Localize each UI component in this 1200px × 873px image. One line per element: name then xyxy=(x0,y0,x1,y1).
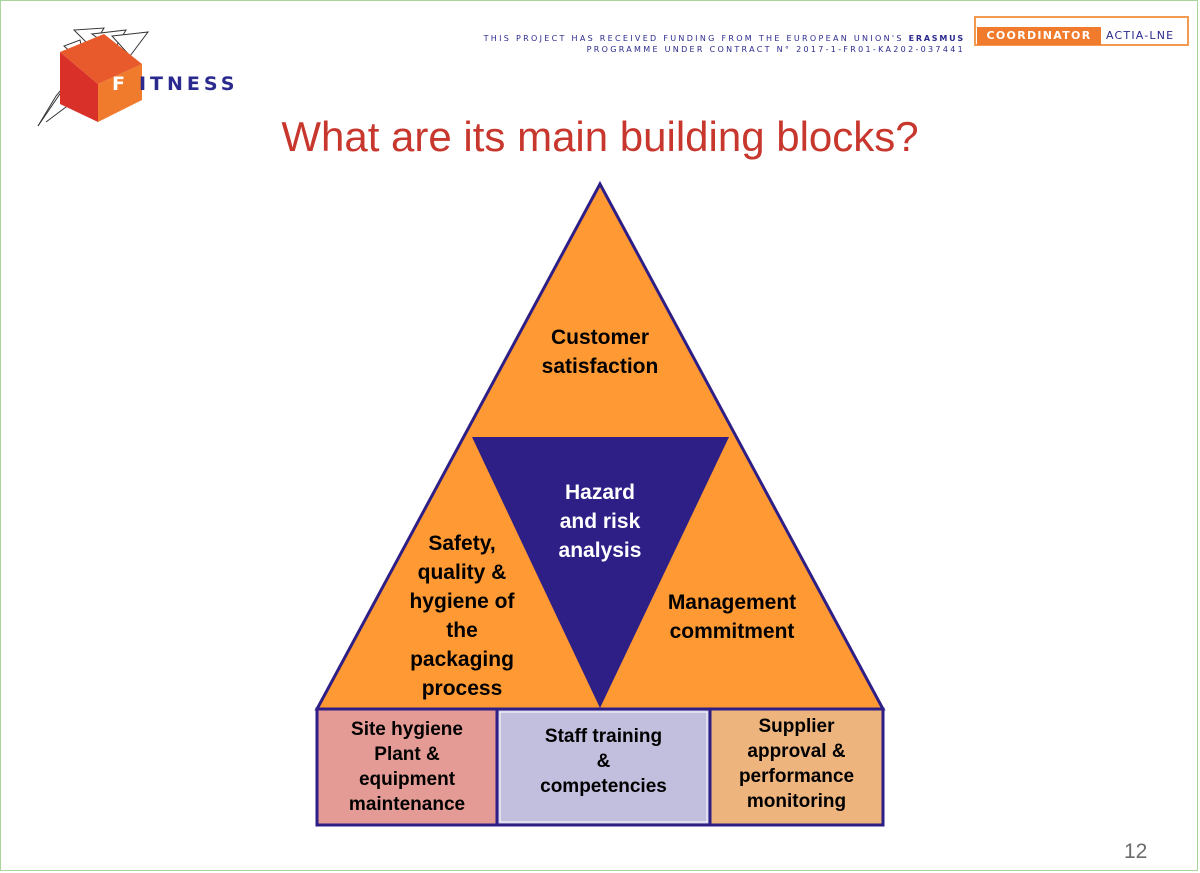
foundation-box-middle xyxy=(495,707,712,827)
funding-line2: PROGRAMME UNDER CONTRACT N° 2017-1-FR01-… xyxy=(586,45,965,54)
label-staff-training: Staff training & competencies xyxy=(540,726,667,797)
logo-initial: F xyxy=(112,73,129,95)
label-supplier-approval: Supplier approval & performance monitori… xyxy=(738,716,855,812)
coordinator-name: ACTIA-LNE xyxy=(1106,29,1175,42)
foundation-box-right xyxy=(708,707,885,827)
center-inverted-triangle xyxy=(472,437,729,708)
foundation-box-left xyxy=(315,707,499,827)
funding-line1: THIS PROJECT HAS RECEIVED FUNDING FROM T… xyxy=(483,34,904,43)
label-safety-quality-hygiene: Safety, quality & hygiene of the packagi… xyxy=(409,532,515,700)
coordinator-badge xyxy=(974,16,1189,46)
slide-title: What are its main building blocks? xyxy=(281,113,919,160)
coordinator-label: COORDINATOR xyxy=(977,27,1101,45)
label-management-commitment: Management commitment xyxy=(667,591,797,643)
fitness-logo xyxy=(34,26,274,130)
book-icon xyxy=(37,27,150,127)
funding-program: ERASMUS xyxy=(908,34,965,43)
label-hazard-analysis: Hazard and risk analysis xyxy=(558,481,642,562)
page-number: 12 xyxy=(1124,840,1148,863)
logo-rest: ITNESS xyxy=(138,73,239,95)
logo-text: F ITNESS xyxy=(112,73,239,95)
foundation-box-middle-inner xyxy=(499,711,708,823)
label-customer-satisfaction: Customer satisfaction xyxy=(541,326,659,378)
label-site-hygiene: Site hygiene Plant & equipment maintenan… xyxy=(348,719,466,815)
funding-statement: THIS PROJECT HAS RECEIVED FUNDING FROM T… xyxy=(484,33,965,55)
